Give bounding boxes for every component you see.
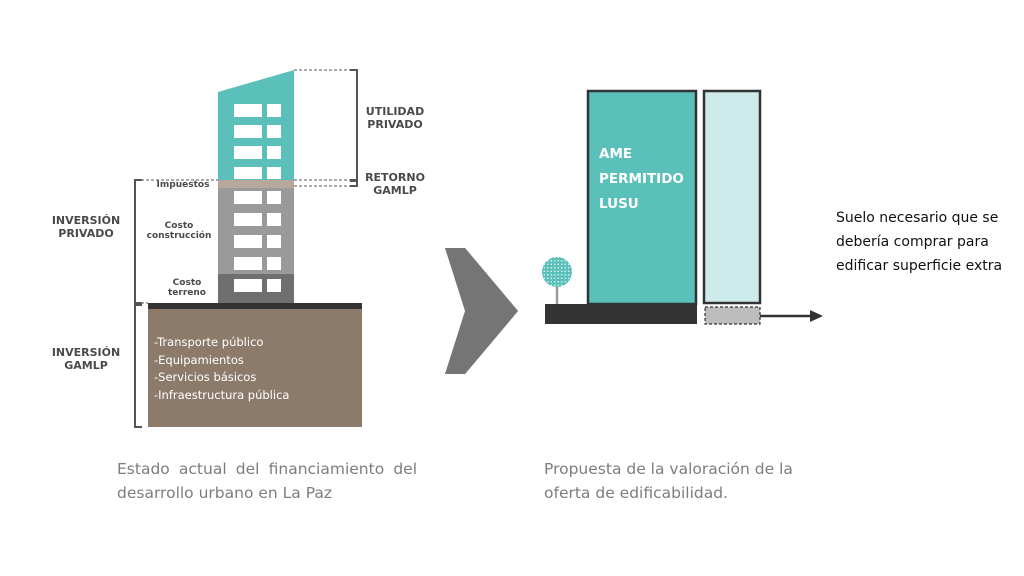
label-impuestos: Impuestos bbox=[156, 180, 210, 190]
permitted-building bbox=[586, 89, 698, 306]
bracket-inversion-privado bbox=[134, 179, 142, 304]
earth-block bbox=[148, 308, 362, 427]
bracket-utilidad bbox=[350, 69, 358, 181]
tree-icon bbox=[542, 257, 572, 287]
small-arrow-icon bbox=[810, 310, 823, 322]
ground-item: -Transporte público bbox=[154, 335, 264, 349]
label-inversion-gamlp: INVERSIÓN GAMLP bbox=[51, 346, 121, 372]
bracket-inversion-gamlp bbox=[134, 304, 142, 428]
ground-slab bbox=[148, 303, 362, 309]
taxes-band bbox=[218, 180, 294, 188]
ground-item: -Infraestructura pública bbox=[154, 387, 290, 402]
ground-item: -Equipamientos bbox=[154, 352, 244, 367]
permitted-building-label: AME PERMITIDO LUSU bbox=[599, 146, 684, 212]
required-land-annotation: Suelo necesario que se debería comprar p… bbox=[836, 210, 1003, 274]
label-costo-construccion: Costo construcción bbox=[146, 221, 212, 242]
label-utilidad-privado: UTILIDAD PRIVADO bbox=[365, 105, 425, 131]
ground-items-list: -Transporte público -Equipamientos -Serv… bbox=[154, 334, 289, 404]
right-ground-slab bbox=[545, 304, 697, 324]
label-costo-terreno: Costo terreno bbox=[168, 278, 206, 299]
required-land-dashed bbox=[704, 306, 761, 325]
ground-item: -Servicios básicos bbox=[154, 370, 257, 384]
bracket-retorno bbox=[350, 180, 358, 187]
extra-building bbox=[702, 89, 762, 305]
left-caption: Estado actual del financiamiento del des… bbox=[117, 460, 417, 502]
big-arrow-body bbox=[445, 248, 518, 374]
right-caption: Propuesta de la valoración de la oferta … bbox=[544, 460, 793, 502]
label-retorno-gamlp: RETORNO GAMLP bbox=[365, 171, 425, 197]
label-inversion-privado: INVERSIÓN PRIVADO bbox=[51, 214, 121, 240]
building-windows bbox=[234, 104, 281, 292]
